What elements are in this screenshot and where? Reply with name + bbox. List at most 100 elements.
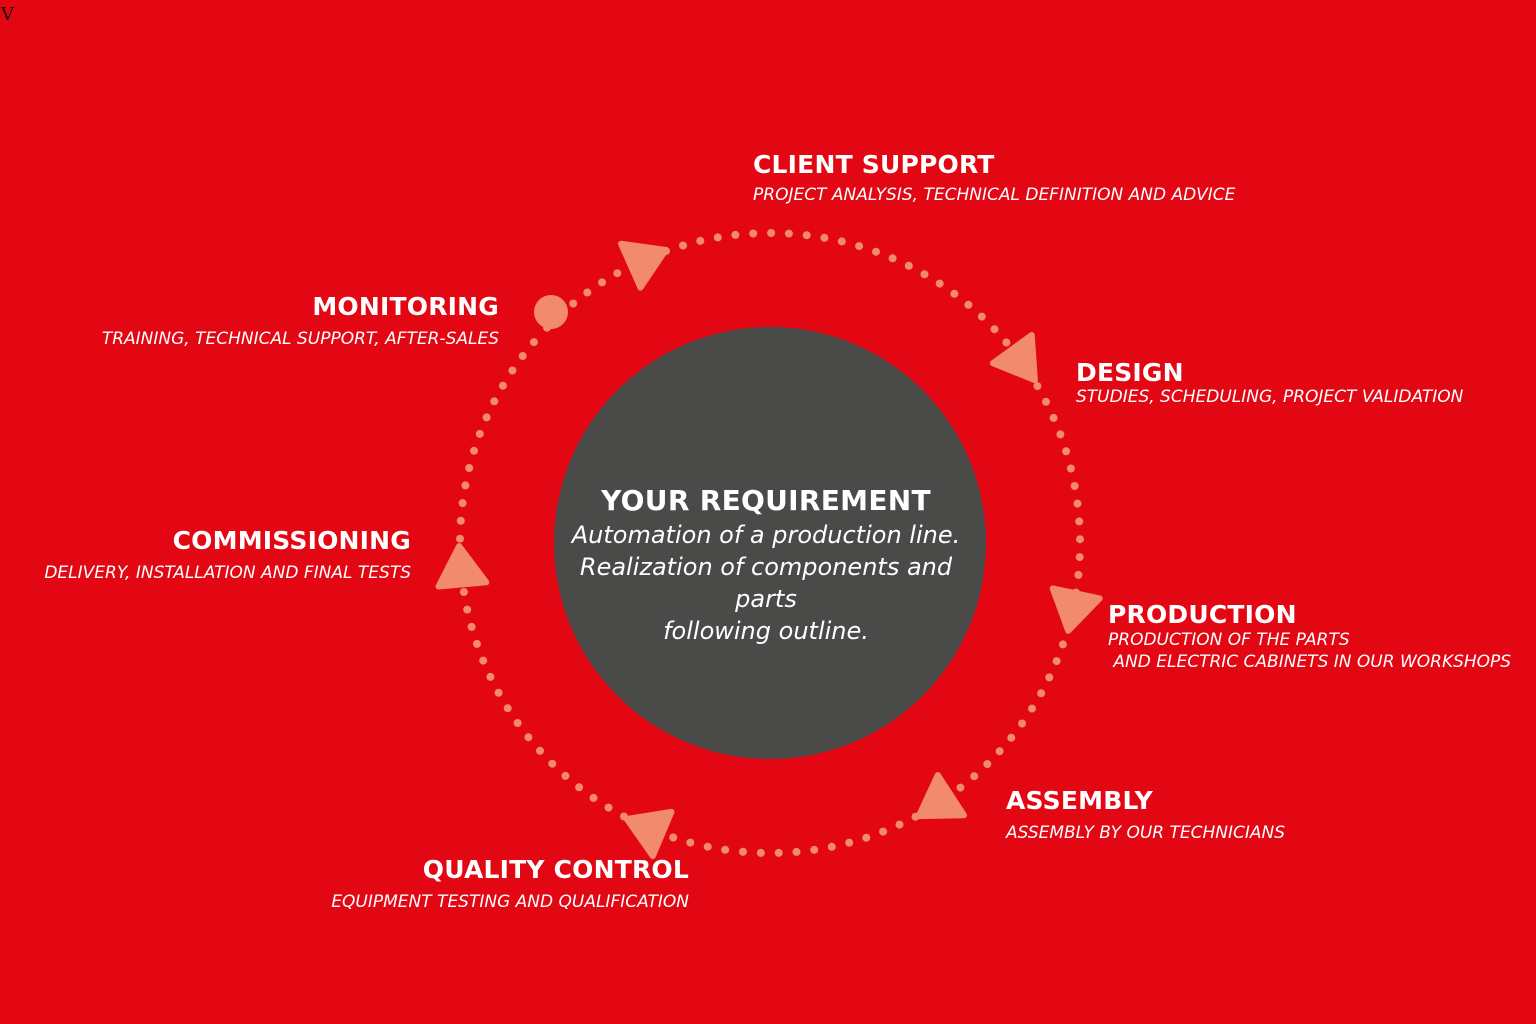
cycle-dot	[465, 464, 474, 472]
cycle-dot	[1052, 657, 1061, 666]
stage-assembly: ASSEMBLY ASSEMBLY BY OUR TECHNICIANS	[1006, 786, 1285, 843]
cycle-dot	[1018, 719, 1027, 728]
stage-description: STUDIES, SCHEDULING, PROJECT VALIDATION	[1076, 387, 1464, 407]
cycle-dot	[503, 704, 512, 713]
stage-production: PRODUCTION PRODUCTION OF THE PARTS AND E…	[1108, 600, 1511, 673]
cycle-dot	[1007, 733, 1016, 742]
cycle-dot	[1062, 447, 1071, 456]
cycle-dot	[459, 588, 468, 596]
cycle-dot	[467, 622, 476, 631]
center-line: following outline.	[663, 617, 869, 645]
cycle-dot	[1056, 430, 1065, 439]
cycle-dot	[613, 269, 622, 278]
cycle-dot	[583, 288, 592, 297]
center-requirement: YOUR REQUIREMENT Automation of a product…	[554, 484, 978, 647]
cycle-dot	[472, 639, 481, 648]
cycle-dot	[749, 229, 758, 238]
stage-description: AND ELECTRIC CABINETS IN OUR WORKSHOPS	[1108, 652, 1512, 672]
cycle-dot	[1028, 704, 1036, 713]
stage-title: PRODUCTION	[1108, 600, 1297, 629]
cycle-dot	[904, 261, 913, 270]
cycle-dot	[983, 760, 992, 769]
cycle-arrow	[915, 772, 967, 820]
cycle-dot	[458, 499, 467, 508]
cycle-dot	[479, 656, 488, 665]
cycle-dot	[508, 366, 517, 375]
cycle-dot	[1058, 640, 1067, 649]
cycle-dot	[888, 254, 897, 263]
cycle-dot	[561, 771, 570, 780]
cycle-dot	[604, 803, 613, 812]
stage-description: PRODUCTION OF THE PARTS	[1108, 630, 1350, 650]
cycle-dot	[756, 848, 765, 857]
cycle-dot	[802, 231, 811, 240]
stage-design: DESIGN STUDIES, SCHEDULING, PROJECT VALI…	[1076, 358, 1463, 407]
cycle-dot	[486, 672, 495, 681]
center-description: Automation of a production line. Realiza…	[554, 519, 978, 647]
stage-client-support: CLIENT SUPPORT PROJECT ANALYSIS, TECHNIC…	[753, 150, 1235, 205]
stage-quality-control: QUALITY CONTROL EQUIPMENT TESTING AND QU…	[331, 855, 689, 912]
cycle-dot	[513, 719, 522, 727]
cycle-dot	[1070, 482, 1079, 490]
cycle-dot	[1074, 570, 1083, 579]
cycle-start-dot	[534, 295, 568, 329]
cycle-dot	[713, 233, 722, 242]
stage-title: MONITORING	[312, 292, 499, 321]
cycle-dot	[548, 759, 557, 768]
cycle-dot	[739, 847, 747, 856]
cycle-dot	[456, 516, 465, 525]
cycle-dot	[1037, 689, 1046, 698]
cycle-arrow	[1049, 585, 1103, 634]
cycle-dot	[598, 278, 607, 287]
cycle-dot	[524, 733, 533, 742]
cycle-dot	[970, 772, 979, 781]
cycle-dot	[995, 747, 1004, 756]
cycle-dot	[784, 229, 793, 238]
stage-description: ASSEMBLY BY OUR TECHNICIANS	[1006, 823, 1286, 843]
cycle-dot	[456, 534, 464, 543]
cycle-dot	[529, 338, 538, 347]
cycle-dot	[686, 838, 695, 847]
cycle-dot	[1045, 673, 1054, 682]
stage-description: DELIVERY, INSTALLATION AND FINAL TESTS	[44, 563, 411, 583]
cycle-dot	[845, 838, 854, 847]
cycle-dot	[855, 242, 864, 251]
center-line: Automation of a production line.	[571, 521, 961, 549]
cycle-dot	[475, 429, 484, 438]
cycle-dot	[827, 842, 836, 851]
stage-title: COMMISSIONING	[172, 526, 411, 555]
cycle-dot	[498, 381, 507, 390]
stage-title: CLIENT SUPPORT	[753, 150, 995, 179]
cycle-dot	[482, 413, 491, 422]
stage-commissioning: COMMISSIONING DELIVERY, INSTALLATION AND…	[44, 526, 411, 583]
center-title: YOUR REQUIREMENT	[601, 484, 931, 517]
cycle-dot	[837, 237, 846, 246]
corner-mark: V	[1, 4, 14, 25]
cycle-dot	[820, 233, 829, 242]
cycle-dot	[536, 746, 544, 755]
cycle-dot	[518, 352, 527, 360]
cycle-dot	[935, 279, 944, 288]
stage-title: DESIGN	[1076, 358, 1184, 387]
cycle-dot	[977, 312, 986, 321]
cycle-dot	[696, 236, 705, 245]
cycle-arrows	[435, 240, 1103, 860]
cycle-dot	[1002, 338, 1011, 347]
cycle-dot	[950, 289, 959, 298]
cycle-dot	[767, 229, 776, 237]
cycle-dot	[721, 845, 730, 854]
cycle-dot	[461, 481, 470, 490]
stage-description: EQUIPMENT TESTING AND QUALIFICATION	[331, 892, 689, 912]
cycle-dot	[956, 783, 965, 792]
cycle-dot	[1066, 464, 1075, 473]
cycle-arrow	[618, 240, 669, 291]
cycle-dot	[810, 845, 819, 854]
cycle-dot	[1042, 397, 1050, 406]
stage-monitoring: MONITORING TRAINING, TECHNICAL SUPPORT, …	[102, 292, 499, 349]
cycle-dot	[679, 241, 687, 250]
cycle-dot	[1049, 413, 1058, 422]
center-circle	[554, 327, 986, 759]
cycle-dot	[920, 270, 929, 279]
cycle-dot	[569, 299, 578, 308]
cycle-dot	[494, 688, 503, 697]
